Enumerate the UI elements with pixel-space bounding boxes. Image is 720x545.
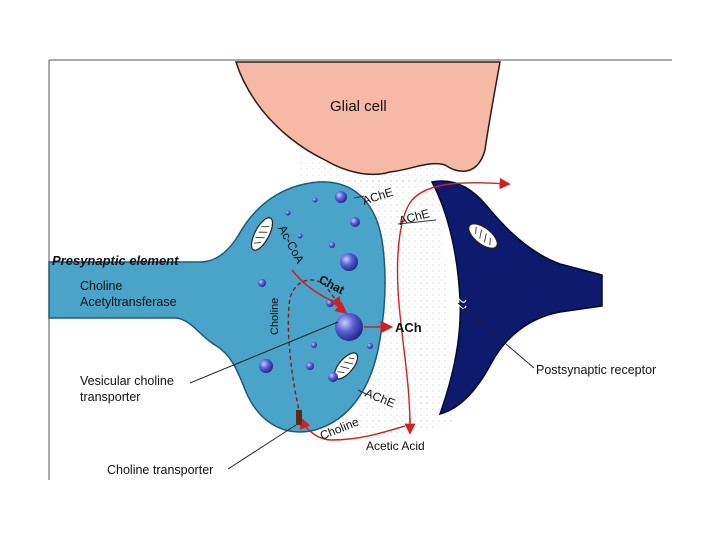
vesicular-transporter-label-line1: Vesicular choline — [80, 374, 174, 388]
mitochondrion-pre-top — [250, 217, 274, 251]
choline-internal-arrow — [287, 279, 342, 416]
vesicle — [297, 233, 303, 239]
vesicle — [259, 359, 273, 373]
ach-label: ACh — [395, 320, 422, 335]
vesicle — [335, 191, 347, 203]
vesicle — [328, 372, 338, 382]
choline-reuptake-arrow — [299, 417, 406, 441]
receptor-icon — [441, 297, 467, 303]
choline-transporter-label: Choline transporter — [107, 463, 213, 477]
mitochondrion-post — [468, 223, 498, 249]
choline-inside-label: Choline — [269, 298, 281, 335]
vesicular-transporter-leader — [189, 321, 339, 384]
presynaptic-element-label: Presynaptic element — [52, 253, 179, 268]
postsynaptic-receptor-leader — [457, 302, 535, 369]
acetic-acid-label: Acetic Acid — [366, 439, 425, 453]
vesicle-ach — [335, 313, 363, 341]
vesicle — [306, 362, 314, 370]
glial-cell-label: Glial cell — [330, 98, 387, 115]
postsynaptic-receptor-label: Postsynaptic receptor — [536, 363, 656, 377]
vesicle — [350, 217, 360, 227]
receptor-icon-2 — [441, 303, 467, 309]
vesicle — [312, 197, 318, 203]
choline-transporter-leader — [227, 424, 297, 470]
mitochondrion-pre-bottom — [333, 352, 359, 380]
vesicle — [340, 253, 358, 271]
ache-mid-pointer — [397, 219, 437, 225]
vesicle — [258, 279, 266, 287]
vesicles — [258, 191, 373, 382]
vesicle — [285, 210, 291, 216]
chat-arrow — [291, 269, 348, 314]
chat-name-line2: Acetyltransferase — [80, 295, 177, 309]
ache-bottom-pointer — [357, 389, 367, 395]
vesicular-transporter-label-line2: transporter — [80, 390, 140, 404]
ache-top-pointer — [353, 195, 365, 199]
vesicle — [367, 343, 373, 349]
vesicle — [311, 342, 317, 348]
vesicle — [329, 242, 335, 248]
presynaptic-element — [48, 181, 386, 433]
choline-transporter-protein — [296, 410, 302, 425]
diffusion-arrow — [396, 177, 511, 427]
chat-name-line1: Choline — [80, 279, 122, 293]
glial-cell — [234, 61, 501, 176]
